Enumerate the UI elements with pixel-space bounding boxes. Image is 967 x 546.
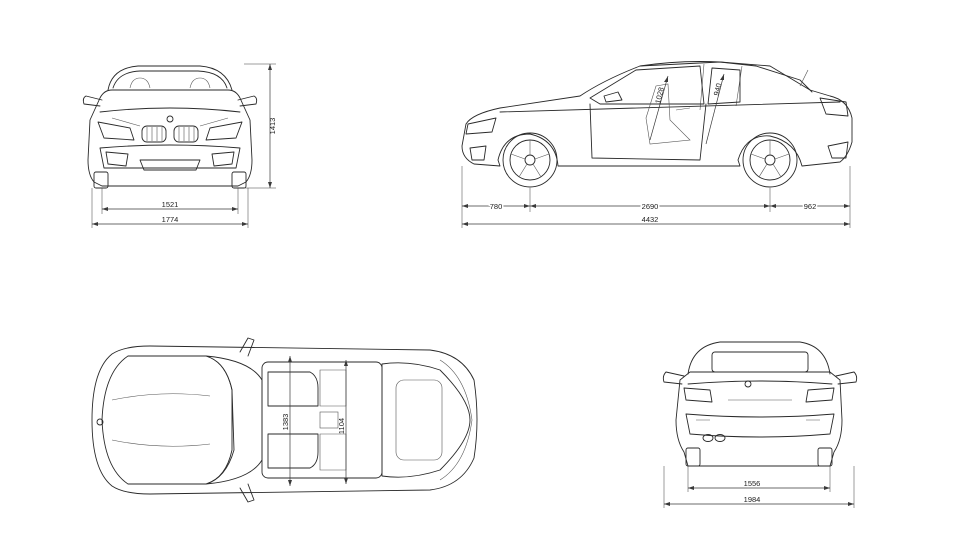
dim-front-width: 1774 <box>162 215 179 224</box>
front-view <box>82 65 258 189</box>
dim-front-overhang: 780 <box>490 202 503 211</box>
rear-view-dimensions: 1556 1984 <box>663 466 855 508</box>
top-view <box>91 337 478 503</box>
dim-length: 4432 <box>642 215 659 224</box>
dim-front-headroom: 1028 <box>653 86 666 104</box>
dim-rear-track: 1556 <box>744 479 761 488</box>
dim-rear-width: 1984 <box>744 495 761 504</box>
dim-height: 1413 <box>268 118 277 135</box>
side-view-dimensions: 780 2690 962 4432 <box>461 166 851 228</box>
dim-rear-overhang: 962 <box>804 202 817 211</box>
dim-rear-headroom: 940 <box>712 82 724 96</box>
front-view-dimensions: 1413 1521 1774 <box>91 63 277 228</box>
top-view-dimensions: 1383 1104 <box>281 356 348 486</box>
side-view-headroom-dimensions: 1028 940 <box>649 73 725 145</box>
dim-front-track: 1521 <box>162 200 179 209</box>
dim-shoulder-width-front: 1383 <box>281 414 290 431</box>
rear-view <box>662 341 858 467</box>
side-view <box>461 61 853 188</box>
dim-wheelbase: 2690 <box>642 202 659 211</box>
dim-shoulder-width-rear: 1104 <box>337 418 346 434</box>
